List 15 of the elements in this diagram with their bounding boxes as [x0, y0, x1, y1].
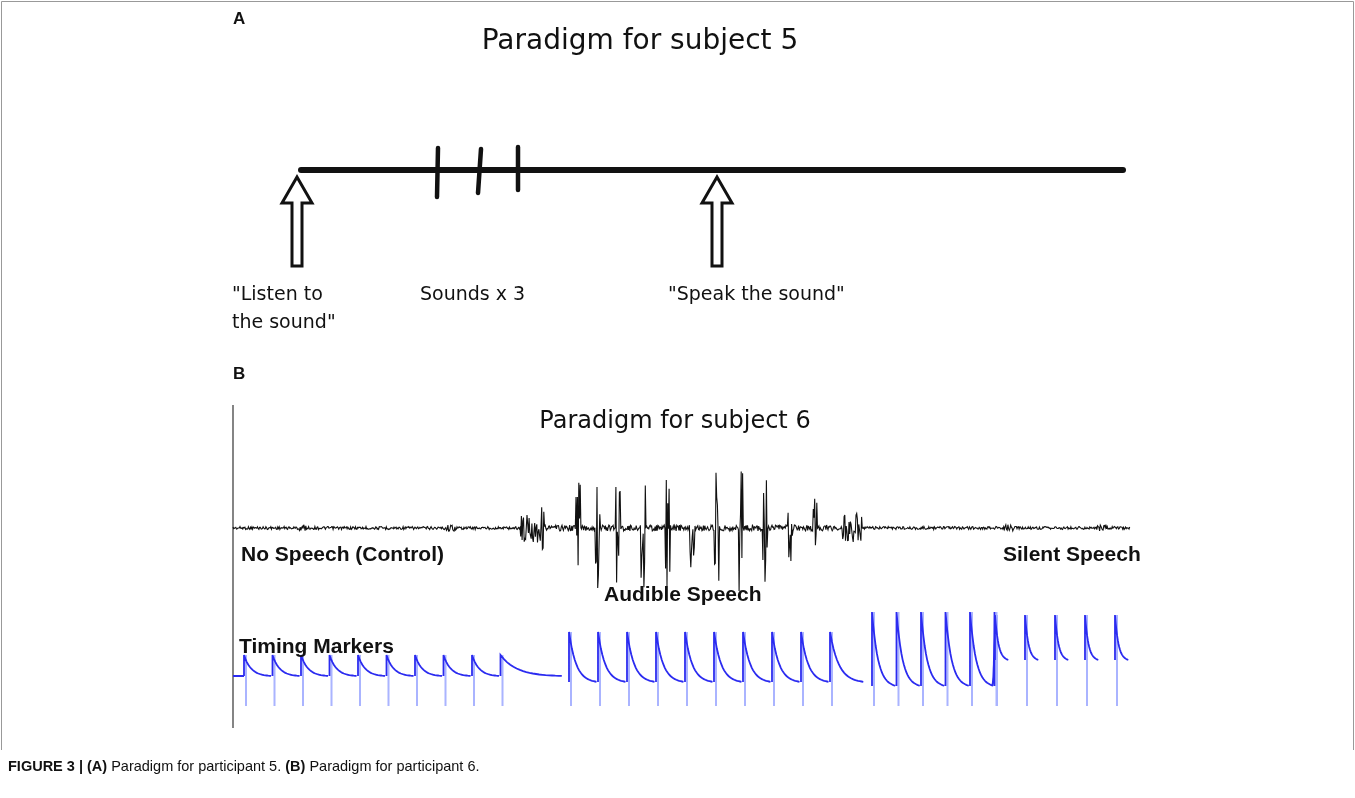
- panel-title: Paradigm for subject 5: [480, 22, 800, 57]
- arrow: [279, 174, 315, 268]
- condition-label: Silent Speech: [1003, 541, 1141, 567]
- panel-letter: B: [233, 363, 246, 385]
- panel-letter: A: [233, 8, 246, 30]
- arrow: [699, 174, 735, 268]
- condition-label: Audible Speech: [604, 581, 762, 607]
- timeline-bar: [298, 167, 1126, 173]
- condition-label: No Speech (Control): [241, 541, 444, 567]
- cue-text: "Listen to the sound": [232, 281, 337, 334]
- cue-text: "Speak the sound": [668, 281, 846, 306]
- figure-caption: FIGURE 3 | (A) Paradigm for participant 5. (B) Paradigm for participant 6.: [8, 757, 480, 776]
- trace-label: Timing Markers: [239, 633, 394, 659]
- panel-title: Paradigm for subject 6: [538, 405, 812, 435]
- annotation-text: Sounds x 3: [420, 282, 526, 306]
